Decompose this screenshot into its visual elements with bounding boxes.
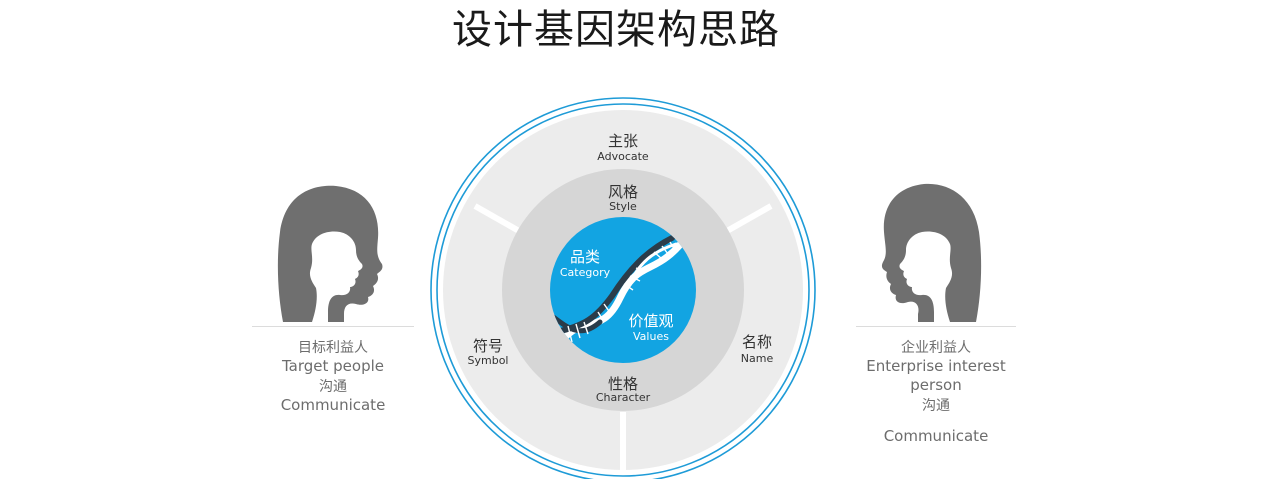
core-values-en: Values xyxy=(633,330,669,343)
right-role-zh: 企业利益人 xyxy=(901,340,971,356)
outer-label-top-en: Advocate xyxy=(597,150,649,163)
head-profile-icon xyxy=(277,185,383,322)
left-person-caption: 目标利益人 Target people 沟通 Communicate xyxy=(252,326,414,415)
left-action-zh: 沟通 xyxy=(319,379,347,395)
core-values-zh: 价值观 xyxy=(628,312,673,330)
divider xyxy=(856,326,1016,327)
inner-ring-line xyxy=(436,103,810,477)
dna-helix-icon xyxy=(550,228,694,354)
outer-label-right-en: Name xyxy=(741,352,774,365)
middle-label-bottom-en: Character xyxy=(596,391,651,404)
outer-label-left-en: Symbol xyxy=(468,354,509,367)
right-person-caption: 企业利益人 Enterprise interest person 沟通 Comm… xyxy=(846,326,1026,446)
middle-label-top-zh: 风格 xyxy=(608,183,638,201)
middle-label-top-en: Style xyxy=(609,200,637,213)
right-action-zh: 沟通 xyxy=(922,398,950,414)
core-category-en: Category xyxy=(560,266,611,279)
band-separator-left xyxy=(473,203,521,234)
left-action-en: Communicate xyxy=(280,396,386,414)
outer-label-right-zh: 名称 xyxy=(742,333,772,351)
right-action-en: Communicate xyxy=(883,427,989,445)
right-role-en: Enterprise interest person xyxy=(866,357,1006,394)
band-separator-right xyxy=(725,203,773,234)
outer-label-left-zh: 符号 xyxy=(473,337,503,355)
core-category-zh: 品类 xyxy=(570,248,600,266)
left-role-zh: 目标利益人 xyxy=(298,340,368,356)
middle-label-bottom-zh: 性格 xyxy=(608,375,638,393)
divider xyxy=(252,326,414,327)
outer-label-top-zh: 主张 xyxy=(608,132,638,150)
left-role-en: Target people xyxy=(281,357,385,375)
head-profile-icon xyxy=(881,183,982,322)
page-title: 设计基因架构思路 xyxy=(452,7,780,53)
